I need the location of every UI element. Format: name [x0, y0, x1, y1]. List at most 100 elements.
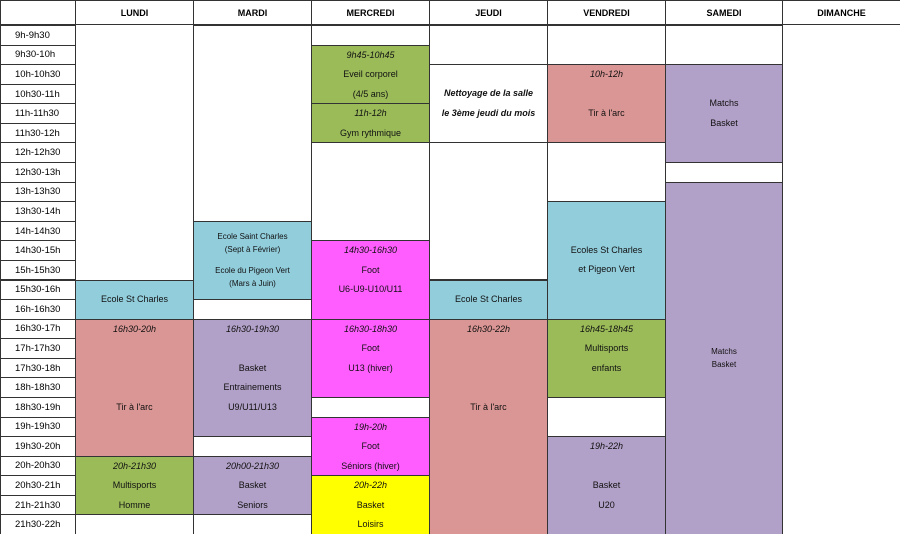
time-slot-label: 20h-20h30 — [0, 455, 76, 477]
time-slot-label: 12h-12h30 — [0, 142, 76, 164]
empty-slot — [75, 514, 194, 534]
event-time: 20h00-21h30 — [225, 460, 280, 471]
event-time: 11h-12h — [354, 108, 387, 119]
day-header: MERCREDI — [311, 0, 430, 25]
event-time: 16h30-18h30 — [343, 323, 398, 334]
event-text: Tir à l'arc — [116, 401, 153, 412]
event-time: 19h-20h — [353, 421, 388, 432]
day-header: MARDI — [193, 0, 312, 25]
empty-slot — [311, 142, 430, 242]
schedule-event: Ecole St Charles — [429, 279, 548, 320]
day-header: LUNDI — [75, 0, 194, 25]
event-text: Matchs — [709, 98, 739, 109]
time-slot-label: 17h-17h30 — [0, 338, 76, 359]
event-time: 20h-21h30 — [112, 460, 157, 471]
event-text: enfants — [591, 362, 622, 373]
event-time: 16h45-18h45 — [579, 323, 634, 334]
event-text: Basket — [711, 360, 737, 370]
time-slot-label: 9h30-10h — [0, 44, 76, 66]
time-slot-label: 11h-11h30 — [0, 103, 76, 124]
event-text: U9/U11/U13 — [228, 401, 277, 412]
event-text: Nettoyage de la salle — [443, 88, 534, 99]
event-text: Ecole Saint Charles — [217, 232, 288, 242]
event-text: Eveil corporel — [343, 69, 398, 80]
empty-slot — [193, 514, 312, 534]
event-text: Tir à l'arc — [588, 108, 625, 119]
event-time: 16h30-22h — [466, 323, 511, 334]
time-slot-label: 21h30-22h — [0, 514, 76, 534]
event-text: (4/5 ans) — [352, 88, 389, 99]
day-column — [782, 0, 900, 534]
event-text: Foot — [361, 441, 380, 452]
empty-slot — [547, 396, 666, 438]
event-text: Foot — [361, 343, 380, 354]
day-header: VENDREDI — [547, 0, 666, 25]
event-text: Basket — [238, 362, 267, 373]
event-text: Entrainements — [223, 382, 282, 393]
time-slot-label: 20h30-21h — [0, 475, 76, 496]
time-slot-label: 21h-21h30 — [0, 494, 76, 516]
time-slot-label: 13h-13h30 — [0, 181, 76, 203]
event-text: Foot — [361, 264, 380, 275]
schedule-event: Nettoyage de la salle le 3ème jeudi du mo… — [429, 64, 548, 144]
empty-slot — [547, 25, 666, 66]
empty-slot — [429, 25, 548, 66]
empty-slot — [665, 162, 783, 183]
empty-slot — [193, 25, 312, 222]
event-time: 9h45-10h45 — [346, 49, 395, 60]
event-time: 16h30-20h — [112, 323, 157, 334]
event-text: Gym rythmique — [339, 127, 401, 138]
empty-slot — [547, 142, 666, 203]
empty-slot — [311, 396, 430, 418]
event-text: Séniors (hiver) — [341, 460, 400, 471]
event-text: Ecole St Charles — [454, 293, 523, 304]
schedule-event: Ecole St Charles — [75, 279, 194, 320]
time-slot-label: 19h30-20h — [0, 436, 76, 457]
empty-slot — [429, 142, 548, 281]
event-text: Basket — [710, 117, 738, 128]
event-text: (Mars à Juin) — [229, 279, 276, 289]
event-text: le 3ème jeudi du mois — [441, 107, 536, 118]
event-text: Basket — [238, 480, 267, 491]
event-text: Loisirs — [357, 519, 384, 530]
corner-cell — [0, 0, 76, 25]
time-slot-label: 15h-15h30 — [0, 259, 76, 281]
event-text: Multisports — [584, 343, 629, 354]
time-slot-label: 19h-19h30 — [0, 416, 76, 438]
empty-slot — [311, 25, 430, 46]
event-text: Homme — [118, 499, 151, 510]
time-slot-label: 15h30-16h — [0, 279, 76, 301]
event-text: U13 (hiver) — [348, 362, 393, 373]
time-slot-label: 14h-14h30 — [0, 220, 76, 242]
event-time: 10h-12h — [589, 69, 624, 80]
event-time: 16h30-19h30 — [225, 323, 280, 334]
empty-slot — [193, 299, 312, 320]
time-slot-label: 13h30-14h — [0, 201, 76, 222]
day-header: DIMANCHE — [782, 0, 900, 25]
event-time: 14h30-16h30 — [343, 245, 398, 256]
time-slot-label: 10h-10h30 — [0, 64, 76, 85]
time-slot-label: 9h-9h30 — [0, 25, 76, 46]
event-text: Ecole St Charles — [100, 293, 169, 304]
time-slot-label: 18h-18h30 — [0, 377, 76, 398]
time-slot-label: 16h30-17h — [0, 318, 76, 340]
time-slot-label: 16h-16h30 — [0, 299, 76, 320]
time-slot-label: 10h30-11h — [0, 83, 76, 105]
day-header: JEUDI — [429, 0, 548, 25]
empty-slot — [665, 25, 783, 66]
event-text: U6-U9-U10/U11 — [338, 284, 403, 295]
